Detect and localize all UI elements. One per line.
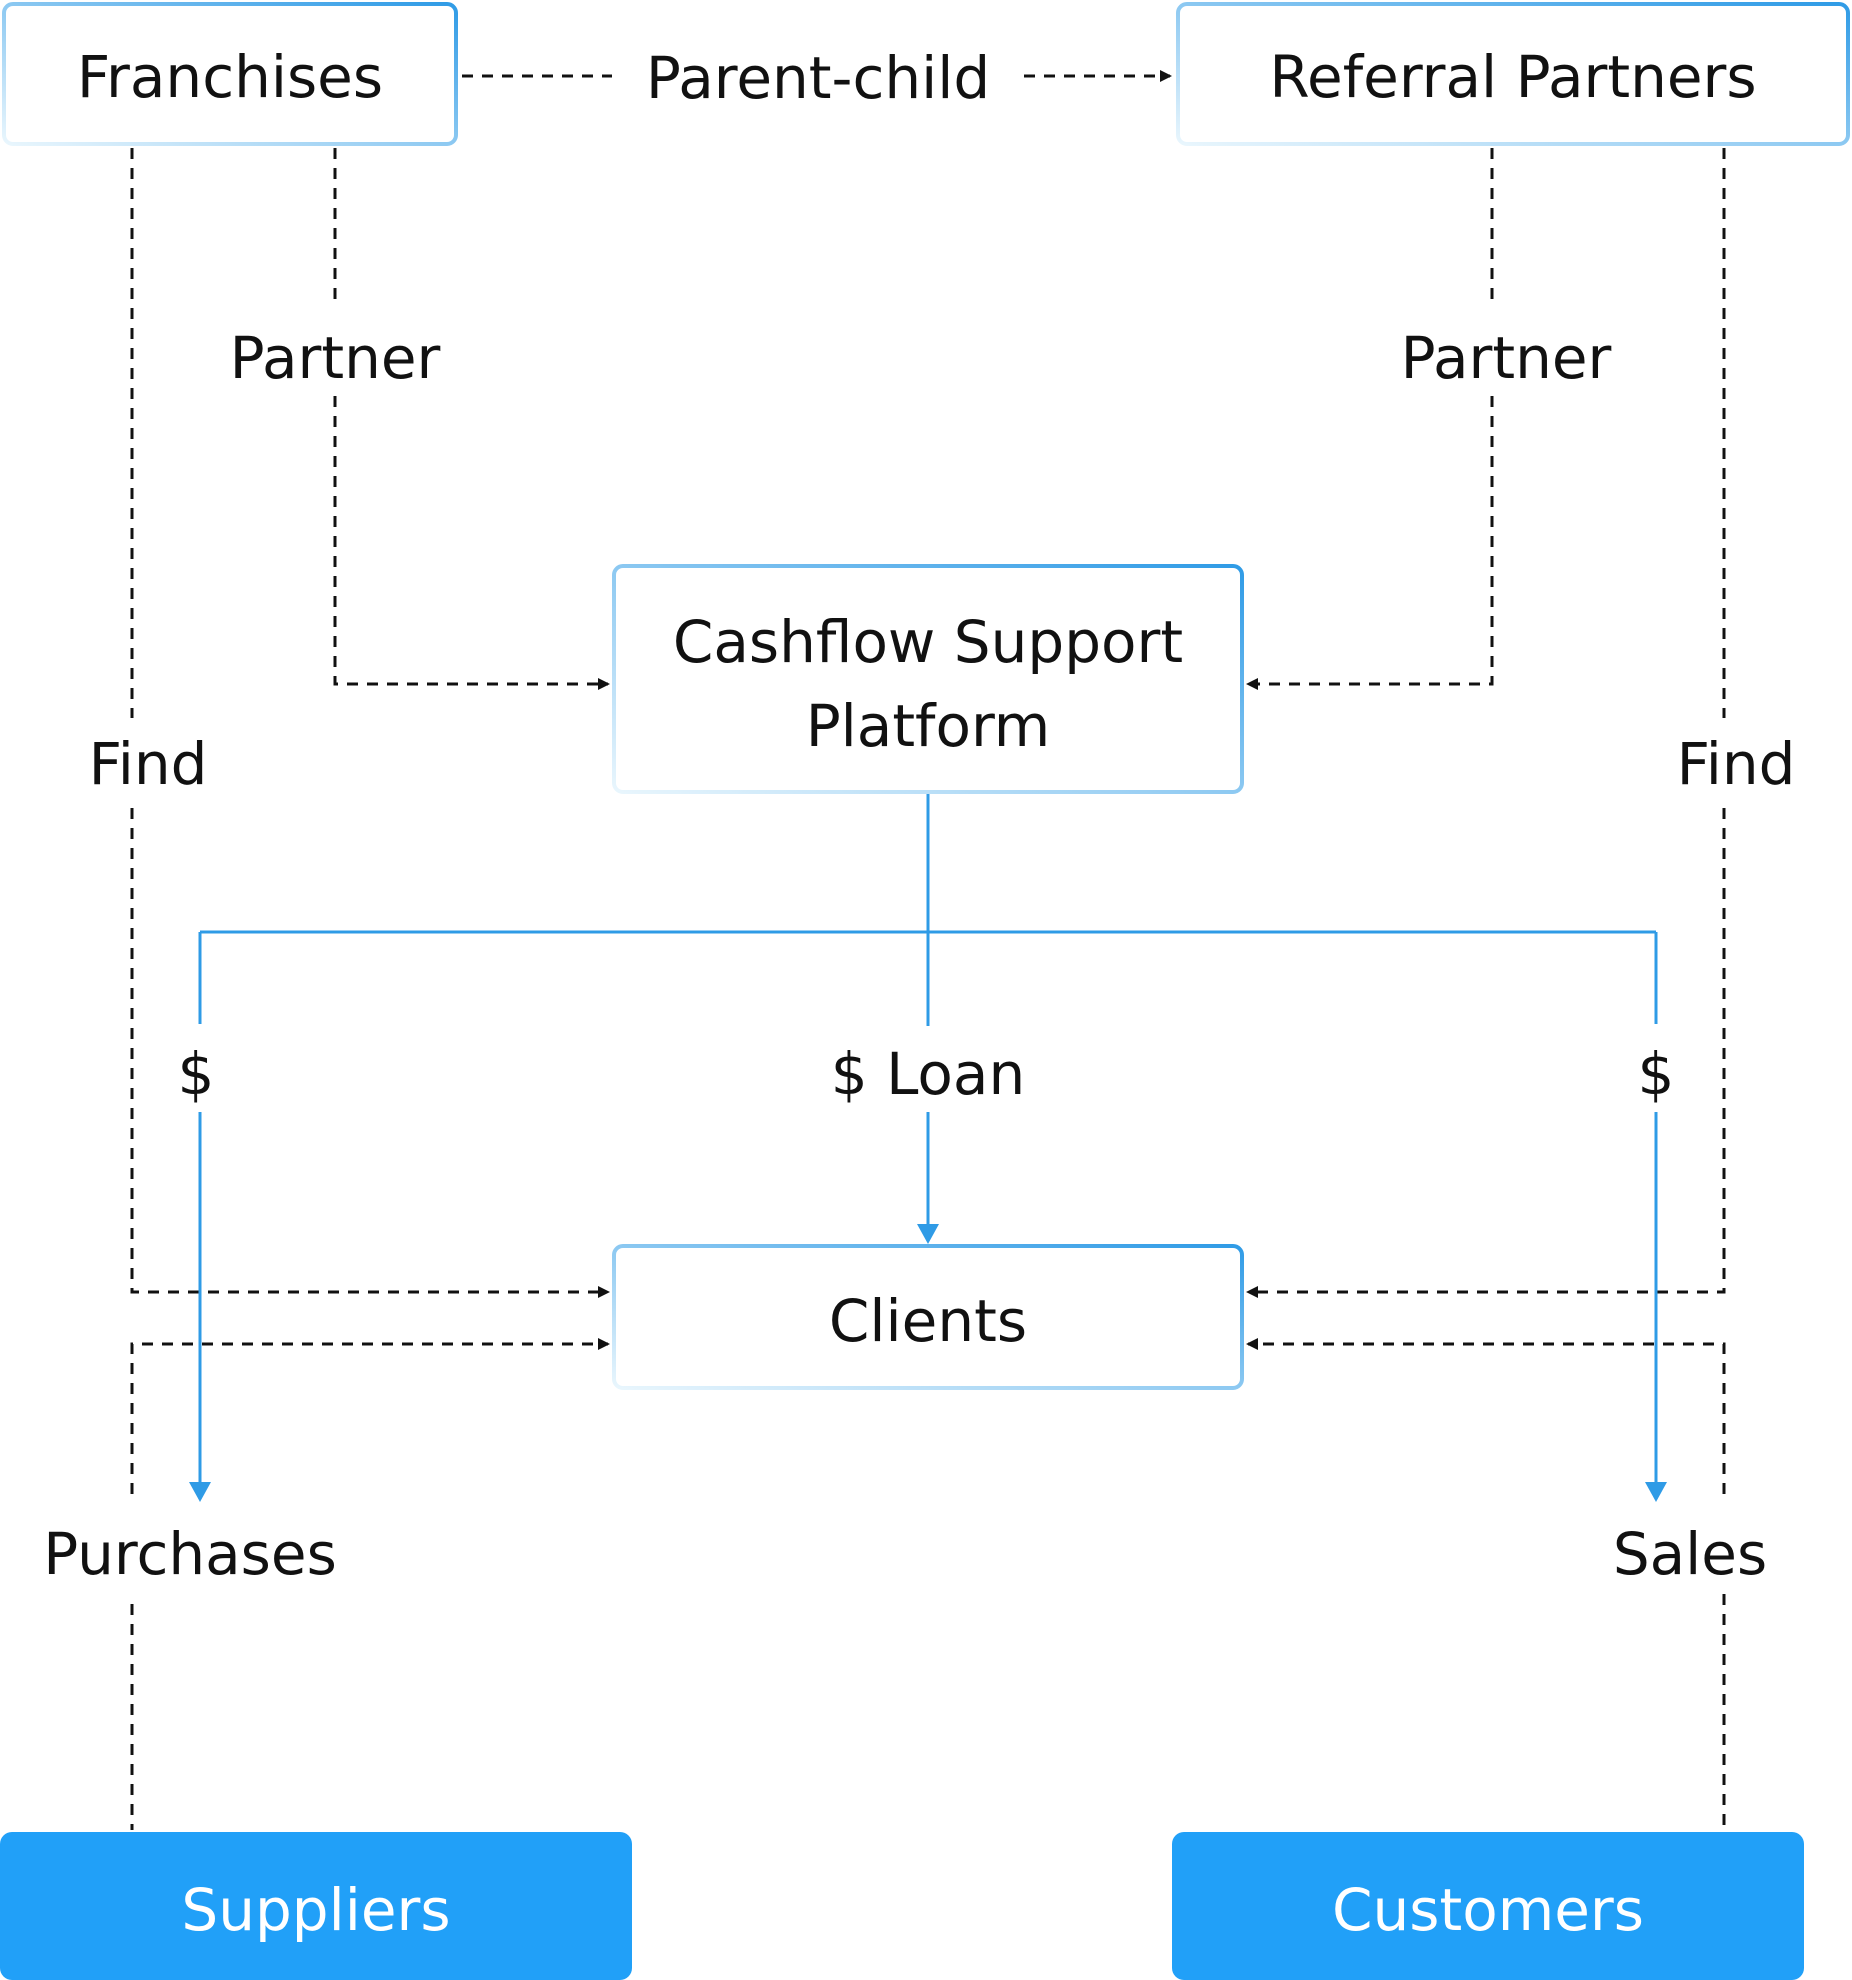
customers-label: Customers [1332,1876,1644,1944]
referral-partners-node: Referral Partners [1176,2,1850,146]
suppliers-label: Suppliers [181,1876,450,1944]
purchases-label: Purchases [43,1520,337,1588]
find-right-label: Find [1677,730,1796,798]
franchises-node: Franchises [2,2,458,146]
dollar-loan-label: $ Loan [831,1040,1025,1108]
dollar-left-arrowhead [189,1482,211,1502]
find-left-connector-bottom [130,808,610,1298]
find-left-label: Find [89,730,208,798]
partner-right-label: Partner [1401,324,1612,392]
referral-partners-label: Referral Partners [1269,43,1756,111]
dollar-right-arrowhead [1645,1482,1667,1502]
suppliers-node: Suppliers [0,1832,632,1980]
clients-label: Clients [829,1287,1027,1355]
partner-left-connector-bottom [333,396,610,690]
partner-left-label: Partner [230,324,441,392]
sales-label: Sales [1613,1520,1767,1588]
loan-arrowhead [917,1224,939,1244]
franchises-label: Franchises [77,43,383,111]
dollar-left-label: $ [178,1040,215,1108]
partner-right-connector-bottom [1246,396,1494,690]
customers-node: Customers [1172,1832,1804,1980]
platform-label-line1: Cashflow Support [673,608,1183,676]
find-right-connector-bottom [1246,808,1726,1298]
platform-label-line2: Platform [806,692,1051,760]
cashflow-support-platform-node: Cashflow Support Platform [612,564,1244,794]
dollar-right-label: $ [1638,1040,1675,1108]
parent-child-label: Parent-child [646,44,990,112]
clients-node: Clients [612,1244,1244,1390]
purchases-connector-top [130,1338,610,1494]
sales-connector-top [1246,1338,1726,1494]
